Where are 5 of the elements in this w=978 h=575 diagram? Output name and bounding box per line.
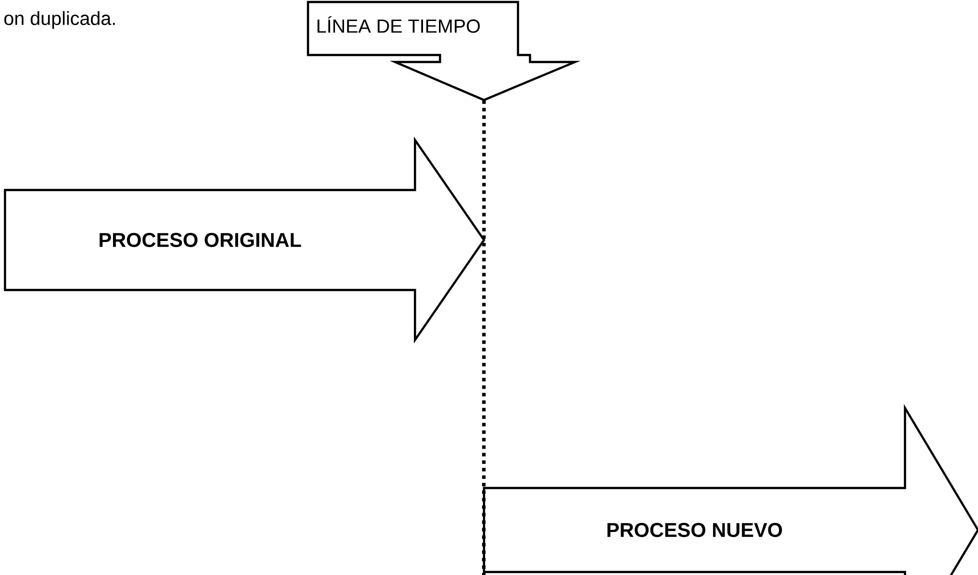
down-arrow-box: LÍNEA DE TIEMPO [306,0,580,102]
timeline-line [482,100,486,575]
right-arrow-box: PROCESO ORIGINAL [4,136,486,344]
note-text: on duplicada. [4,11,115,29]
right-arrow-box: PROCESO NUEVO [482,404,978,575]
